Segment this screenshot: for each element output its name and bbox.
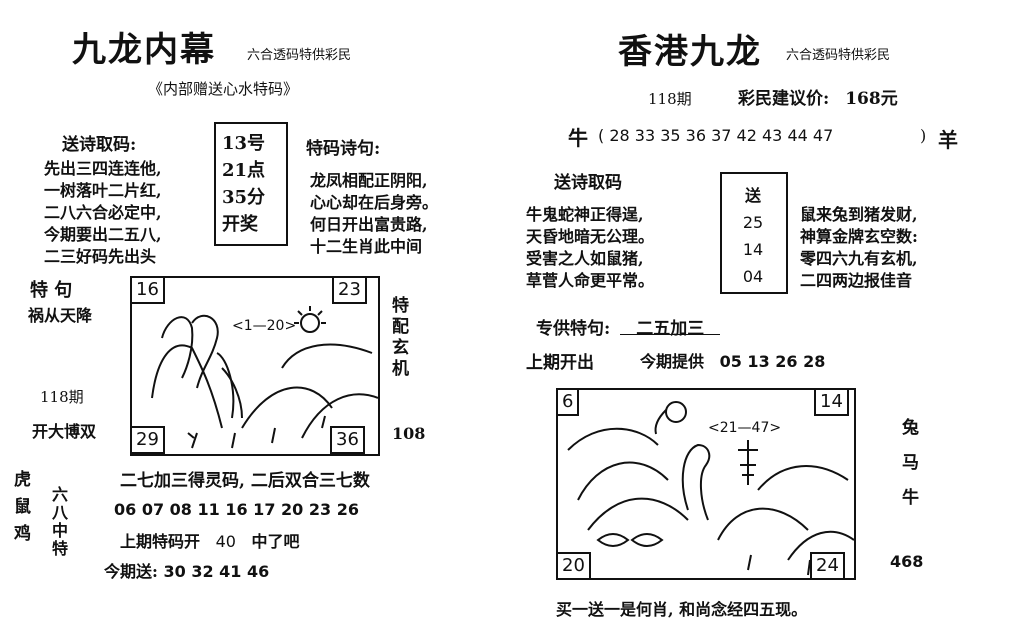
right-poem-line: 受害之人如鼠猪, bbox=[526, 249, 644, 268]
today-offer-label: 今期提供 bbox=[640, 352, 705, 371]
draw-time-box bbox=[214, 122, 288, 246]
last-open-label: 上期开出 bbox=[526, 353, 594, 373]
combo-line: 二七加三得灵码, 二后双合三七数 bbox=[120, 471, 370, 491]
left-picture-label: <1—20> bbox=[232, 318, 296, 334]
draw-time-line: 开奖 bbox=[222, 214, 258, 235]
today-prefix: 今期送: bbox=[104, 562, 158, 581]
ox-label: 牛 bbox=[568, 126, 588, 150]
poem-line: 今期要出二五八, bbox=[44, 225, 162, 244]
send-box bbox=[720, 172, 788, 294]
draw-time-line: 35分 bbox=[222, 187, 266, 208]
poem-line: 二三好码先出头 bbox=[44, 247, 157, 266]
poem-line: 先出三四连连他, bbox=[44, 159, 162, 178]
right-corner-bottom-right: 24 bbox=[810, 552, 845, 580]
right-title: 香港九龙 bbox=[618, 32, 762, 72]
special-line: 专供特句: 二五加三 bbox=[536, 314, 704, 339]
code-poem-heading: 特码诗句: bbox=[306, 139, 381, 159]
right-poem2-line: 二四两边报佳音 bbox=[800, 271, 913, 290]
today-offer-numbers: 05 13 26 28 bbox=[719, 352, 826, 371]
send-box-content: 送 25 14 04 bbox=[724, 182, 782, 290]
right-poem2-line: 鼠来兔到猪发财, bbox=[800, 205, 918, 224]
left-zodiac-column: 虎鼠鸡 bbox=[10, 470, 30, 551]
poem-line: 二八六合必定中, bbox=[44, 203, 162, 222]
left-side-number: 108 bbox=[392, 424, 426, 443]
right-zodiac-column: 兔马牛 bbox=[898, 418, 918, 523]
right-poem-heading: 送诗取码 bbox=[554, 173, 622, 193]
left-poem-heading: 送诗取码: bbox=[62, 135, 137, 155]
right-poem2: 鼠来兔到猪发财, 神算金牌玄空数: 零四六九有玄机, 二四两边报佳音 bbox=[800, 204, 918, 292]
special-value: 二五加三 bbox=[636, 319, 705, 339]
left-tagline: 《内部赠送心水特码》 bbox=[148, 80, 299, 98]
left-title: 九龙内幕 bbox=[72, 30, 216, 70]
ox-numbers: ( 28 33 35 36 37 42 43 44 47 bbox=[598, 126, 834, 145]
special-underline bbox=[620, 334, 720, 335]
right-poem2-line: 零四六九有玄机, bbox=[800, 249, 918, 268]
draw-time: 13号 21点 35分 开奖 bbox=[222, 130, 265, 238]
right-footer: 买一送一是何肖, 和尚念经四五现。 bbox=[556, 600, 808, 619]
code-poem-line: 心心却在后身旁。 bbox=[310, 193, 439, 212]
left-subtitle: 六合透码特供彩民 bbox=[247, 48, 352, 63]
send-box-number: 25 bbox=[742, 213, 764, 232]
right-corner-top-left: 6 bbox=[556, 388, 580, 416]
special-phrase-title: 特 句 bbox=[30, 280, 73, 301]
price-label: 彩民建议价: bbox=[738, 89, 830, 109]
last-suffix: 中了吧 bbox=[251, 532, 300, 551]
left-poem: 先出三四连连他, 一树落叶二片红, 二八六合必定中, 今期要出二五八, 二三好码… bbox=[44, 158, 162, 268]
price: 彩民建议价: 168元 bbox=[738, 84, 898, 109]
right-corner-bottom-left: 20 bbox=[556, 552, 591, 580]
left-corner-bottom-right: 36 bbox=[330, 426, 365, 454]
right-picture-illustration: <21—47> bbox=[567, 401, 855, 576]
side-vertical-label: 特配玄机 bbox=[388, 296, 408, 380]
right-period: 118期 bbox=[648, 90, 692, 108]
right-side-number: 468 bbox=[890, 552, 924, 571]
left-picture: <1—20> bbox=[130, 276, 380, 456]
right-picture: <21—47> bbox=[556, 388, 856, 580]
left-corner-bottom-left: 29 bbox=[130, 426, 165, 454]
left-picture-illustration: <1—20> bbox=[151, 306, 379, 449]
right-poem2-line: 神算金牌玄空数: bbox=[800, 227, 918, 246]
last-prefix: 上期特码开 bbox=[120, 532, 201, 551]
left-corner-top-left: 16 bbox=[130, 276, 165, 304]
price-value: 168元 bbox=[845, 89, 898, 109]
today-offer: 今期提供 05 13 26 28 bbox=[640, 348, 825, 372]
liuba-column: 六八中特 bbox=[49, 486, 68, 558]
today-numbers: 30 32 41 46 bbox=[163, 562, 270, 581]
right-poem-line: 天昏地暗无公理。 bbox=[526, 227, 655, 246]
right-poem-line: 牛鬼蛇神正得逞, bbox=[526, 205, 644, 224]
right-subtitle: 六合透码特供彩民 bbox=[786, 48, 891, 63]
special-phrase: 祸从天降 bbox=[28, 306, 93, 325]
open-hint: 开大博双 bbox=[32, 422, 97, 441]
special-label: 专供特句: bbox=[536, 319, 611, 339]
draw-time-line: 13号 bbox=[222, 133, 266, 154]
right-poem-line: 草菅人命更平常。 bbox=[526, 271, 655, 290]
send-box-number: 04 bbox=[742, 267, 764, 286]
draw-time-line: 21点 bbox=[222, 160, 266, 181]
last-code: 40 bbox=[215, 532, 236, 551]
right-corner-top-right: 14 bbox=[814, 388, 849, 416]
code-poem-line: 龙凤相配正阴阳, bbox=[310, 171, 428, 190]
today-line: 今期送: 30 32 41 46 bbox=[104, 558, 269, 582]
left-corner-top-right: 23 bbox=[332, 276, 367, 304]
right-picture-label: <21—47> bbox=[708, 420, 781, 436]
last-code-line: 上期特码开 40 中了吧 bbox=[120, 528, 300, 552]
code-poem-line: 何日开出富贵路, bbox=[310, 215, 428, 234]
left-period: 118期 bbox=[40, 388, 84, 406]
send-box-number: 14 bbox=[742, 240, 764, 259]
send-box-title: 送 bbox=[744, 186, 761, 205]
right-poem: 牛鬼蛇神正得逞, 天昏地暗无公理。 受害之人如鼠猪, 草菅人命更平常。 bbox=[526, 204, 654, 292]
code-poem: 龙凤相配正阴阳, 心心却在后身旁。 何日开出富贵路, 十二生肖此中间 bbox=[310, 170, 438, 258]
goat-label: 羊 bbox=[938, 128, 958, 152]
poem-line: 一树落叶二片红, bbox=[44, 181, 162, 200]
numbers-line: 06 07 08 11 16 17 20 23 26 bbox=[114, 500, 359, 519]
code-poem-line: 十二生肖此中间 bbox=[310, 237, 423, 256]
ox-close: ) bbox=[920, 126, 927, 145]
